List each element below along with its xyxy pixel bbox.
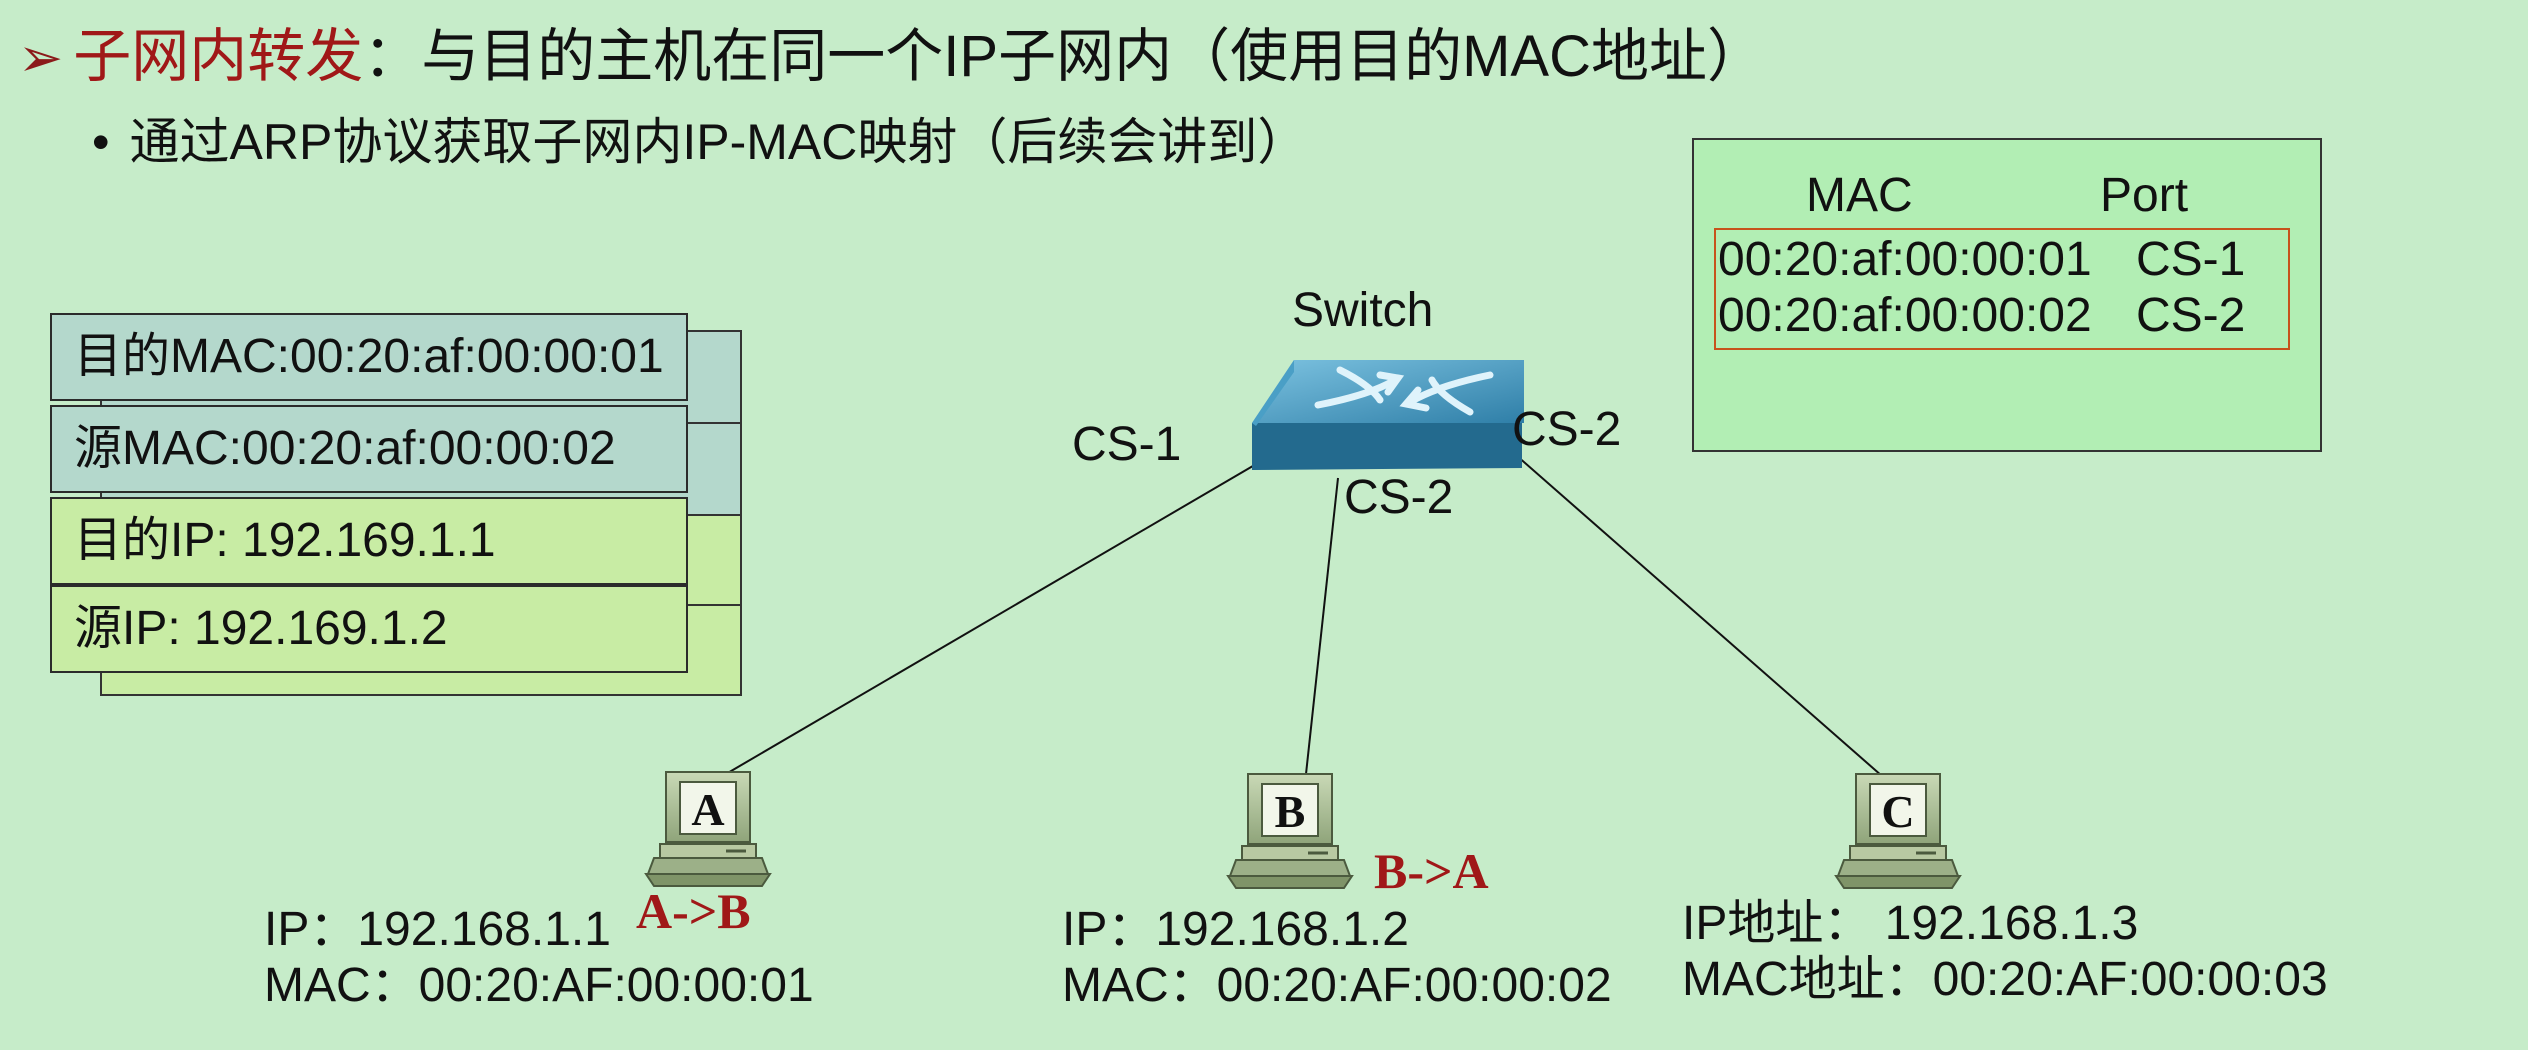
host-c-mac: MAC地址：00:20:AF:00:00:03 [1682,953,2328,1006]
computer-letter-b: B [1275,786,1306,837]
title-rest: 与目的主机在同一个IP子网内（使用目的MAC地址） [421,24,1765,89]
network-switch-icon [1252,360,1524,470]
mac-table-row-2-port: CS-2 [2136,289,2246,342]
host-a-ip: IP：192.168.1.1 [264,903,611,956]
link-c [1491,433,1883,777]
flow-label-a-to-b: A->B [636,883,751,939]
host-b-ip: IP：192.168.1.2 [1062,903,1409,956]
mac-table-row-1-port: CS-1 [2136,233,2246,286]
slide-subtitle: • 通过ARP协议获取子网内IP-MAC映射（后续会讲到） [92,112,1307,172]
bullet-dot: • [92,114,110,170]
flow-label-b-to-a: B->A [1374,843,1489,899]
mac-table: MAC Port 00:20:af:00:00:01 CS-1 00:20:af… [1692,138,2322,452]
title-highlight: 子网内转发 [73,24,364,89]
packet-src-mac: 源MAC:00:20:af:00:00:02 [50,405,688,493]
mac-table-header-mac: MAC [1806,169,1913,222]
port-label-cs2-center: CS-2 [1344,471,1454,524]
slide-title: ➢子网内转发：与目的主机在同一个IP子网内（使用目的MAC地址） [18,22,1765,92]
link-a [725,462,1259,775]
mac-table-rows: 00:20:af:00:00:01 CS-1 00:20:af:00:00:02… [1714,228,2290,350]
mac-table-row-2-mac: 00:20:af:00:00:02 [1718,289,2092,342]
host-c-ip: IP地址： 192.168.1.3 [1682,897,2139,950]
arrow-bullet-icon: ➢ [18,28,64,88]
packet-dest-mac: 目的MAC:00:20:af:00:00:01 [50,313,688,401]
switch-label: Switch [1292,284,1434,337]
host-a-mac: MAC：00:20:AF:00:00:01 [264,959,814,1012]
network-links [725,433,1883,777]
port-label-cs2-right: CS-2 [1512,403,1622,456]
subtitle-text: 通过ARP协议获取子网内IP-MAC映射（后续会讲到） [129,114,1308,170]
host-b-mac: MAC：00:20:AF:00:00:02 [1062,959,1612,1012]
computer-letter-a: A [691,784,724,835]
computer-icon-c: C [1834,773,1962,889]
mac-table-row-1-mac: 00:20:af:00:00:01 [1718,233,2092,286]
computer-icon-a: A [644,771,772,887]
packet-dest-ip: 目的IP: 192.169.1.1 [50,497,688,585]
port-label-cs1: CS-1 [1072,418,1182,471]
link-b [1305,477,1339,775]
packet-src-ip: 源IP: 192.169.1.2 [50,585,688,673]
computer-icon-b: B [1226,773,1354,889]
title-colon: ： [363,24,422,89]
mac-table-header-port: Port [2100,169,2189,222]
computer-letter-c: C [1881,786,1914,837]
